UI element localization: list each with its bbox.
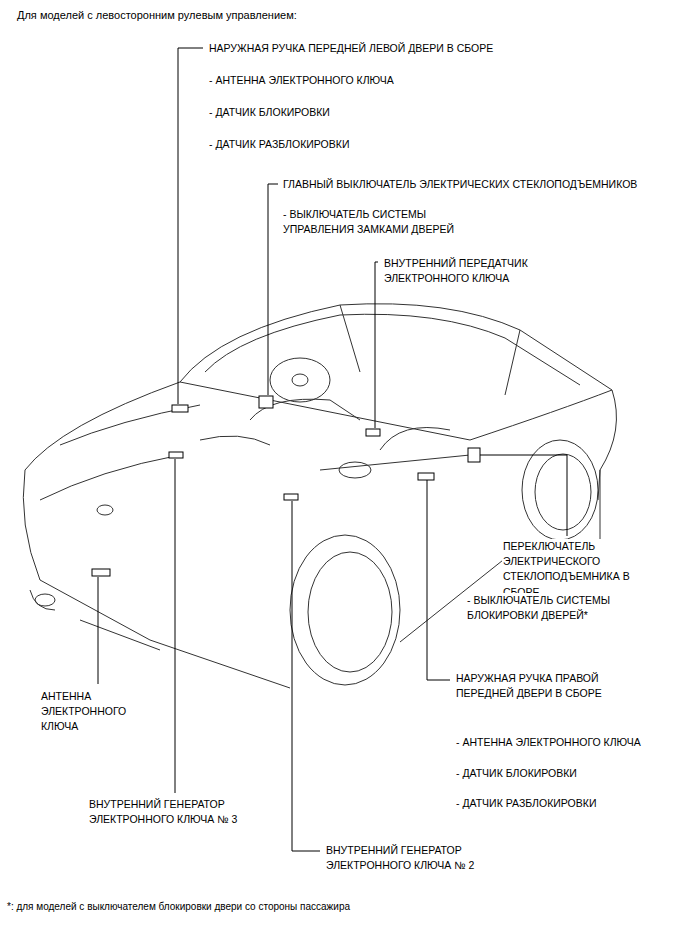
diagram-title: Для моделей с левосторонним рулевым упра…: [16, 8, 298, 24]
part-label: - ДАТЧИК РАЗБЛОКИРОВКИ: [455, 796, 597, 811]
part-label: - ВЫКЛЮЧАТЕЛЬ СИСТЕМЫ УПРАВЛЕНИЯ ЗАМКАМИ…: [282, 207, 494, 237]
part-label: ВНУТРЕННИЙ ГЕНЕРАТОР ЭЛЕКТРОННОГО КЛЮЧА …: [88, 797, 280, 827]
part-label: - АНТЕННА ЭЛЕКТРОННОГО КЛЮЧА: [455, 735, 642, 750]
part-label: ВНУТРЕННИЙ ГЕНЕРАТОР ЭЛЕКТРОННОГО КЛЮЧА …: [325, 843, 517, 873]
part-label: - ДАТЧИК РАЗБЛОКИРОВКИ: [208, 137, 350, 152]
part-label: - ДАТЧИК БЛОКИРОВКИ: [455, 766, 578, 781]
part-label: ГЛАВНЫЙ ВЫКЛЮЧАТЕЛЬ ЭЛЕКТРИЧЕСКИХ СТЕКЛО…: [282, 177, 638, 192]
part-label: - ВЫКЛЮЧАТЕЛЬ СИСТЕМЫ БЛОКИРОВКИ ДВЕРЕЙ*: [466, 593, 653, 623]
part-label: - АНТЕННА ЭЛЕКТРОННОГО КЛЮЧА: [208, 73, 395, 88]
footnote: *: для моделей с выключателем блокировки…: [6, 900, 351, 915]
part-label: НАРУЖНАЯ РУЧКА ПЕРЕДНЕЙ ЛЕВОЙ ДВЕРИ В СБ…: [208, 41, 494, 56]
part-label: ВНУТРЕННИЙ ПЕРЕДАТЧИК ЭЛЕКТРОННОГО КЛЮЧА: [383, 256, 575, 286]
part-label: АНТЕННА ЭЛЕКТРОННОГО КЛЮЧА: [40, 689, 157, 735]
part-label: НАРУЖНАЯ РУЧКА ПРАВОЙ ПЕРЕДНЕЙ ДВЕРИ В С…: [455, 671, 647, 701]
part-label: - ДАТЧИК БЛОКИРОВКИ: [208, 105, 331, 120]
part-label: ПЕРЕКЛЮЧАТЕЛЬ ЭЛЕКТРИЧЕСКОГО СТЕКЛОПОДЪЕ…: [502, 539, 644, 600]
